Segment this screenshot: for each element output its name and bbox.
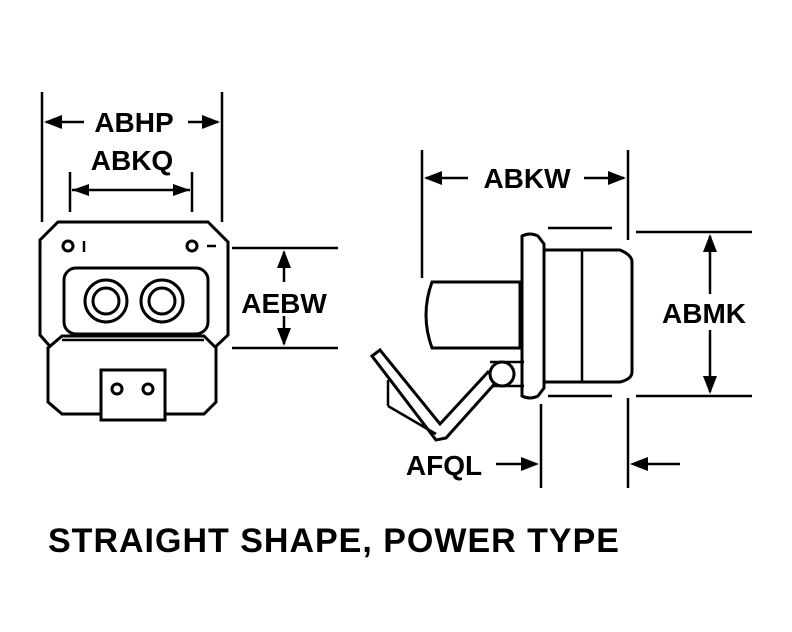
diagram-caption: STRAIGHT SHAPE, POWER TYPE [48, 522, 620, 560]
mounting-hole-right [185, 239, 199, 253]
latch-hole-right [141, 382, 155, 396]
aebw-arrow-top [277, 250, 291, 268]
latch-lever [369, 347, 501, 442]
abhp-arrow-right [202, 115, 220, 129]
abkw-arrow-right [608, 171, 626, 185]
abkq-arrow-right [173, 184, 190, 196]
abkq-arrow-left [72, 184, 89, 196]
abmk-label: ABMK [662, 298, 746, 329]
latch-hole-left [110, 382, 124, 396]
connector-side-body [542, 248, 634, 384]
abkq-label: ABKQ [91, 145, 173, 176]
abkw-label: ABKW [483, 163, 571, 194]
abmk-arrow-top [703, 234, 717, 252]
afql-arrow-left [521, 457, 539, 471]
abmk-arrow-bottom [703, 376, 717, 394]
afql-arrow-right [630, 457, 648, 471]
connector-pin [424, 280, 522, 350]
abhp-arrow-left [44, 115, 62, 129]
abkw-arrow-left [424, 171, 442, 185]
connector-flange [520, 232, 546, 400]
contact-socket-right-inner [147, 286, 177, 316]
latch-pivot [488, 360, 516, 388]
aebw-label: AEBW [241, 288, 327, 319]
latch-tab [99, 368, 167, 422]
afql-label: AFQL [406, 450, 482, 481]
aebw-arrow-bottom [277, 328, 291, 346]
abhp-label: ABHP [94, 107, 173, 138]
latch-lever-underside [387, 404, 437, 436]
contact-socket-left-inner [91, 286, 121, 316]
mounting-hole-left [61, 239, 75, 253]
side-view: ABKW ABMK AFQL [369, 150, 752, 488]
front-view: ABHP ABKQ AEBW [38, 92, 338, 422]
